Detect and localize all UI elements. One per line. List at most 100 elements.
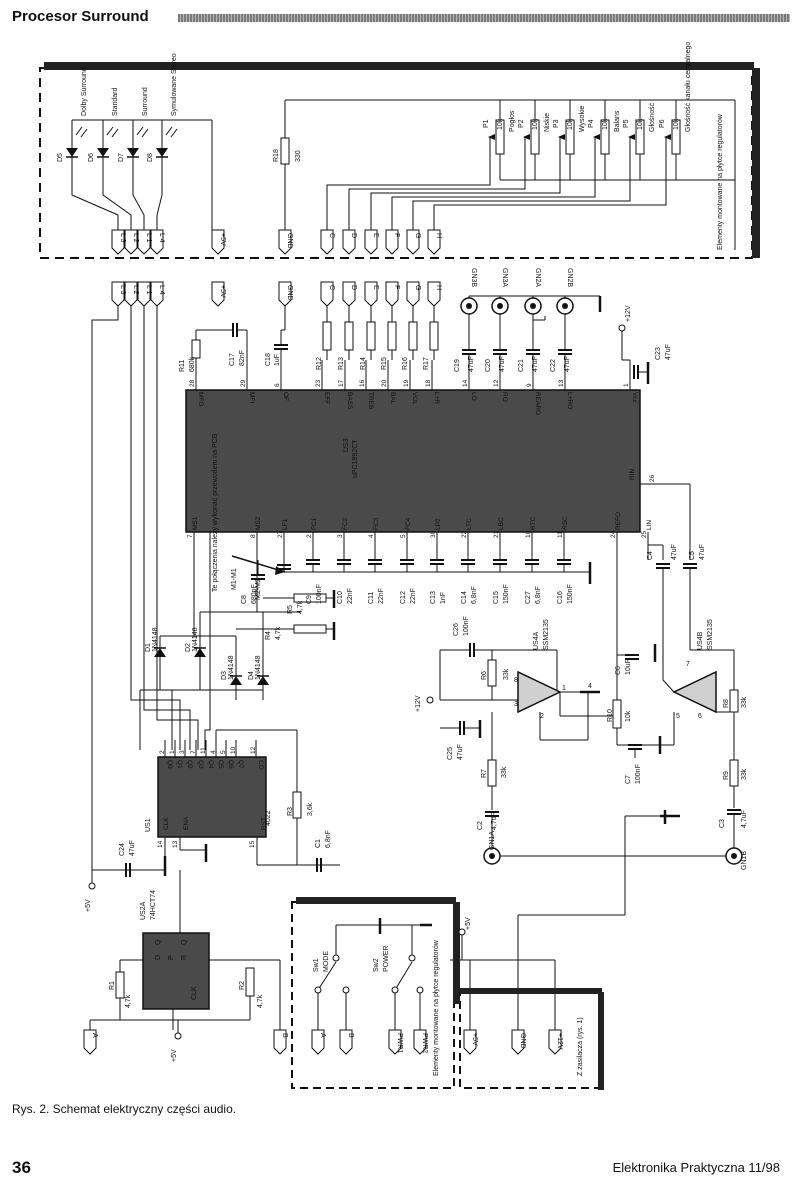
- us2a-part: 74HCT74: [150, 890, 157, 920]
- connector-label: L 1: [145, 285, 152, 295]
- c17-value: 82nF: [239, 350, 246, 366]
- us1-pin-number: 4: [210, 750, 217, 754]
- supply-terminal: [332, 954, 340, 962]
- cap-ref: C11: [368, 592, 375, 604]
- wire: [156, 175, 163, 230]
- us1-pin-name: Q0: [166, 760, 173, 769]
- r1-ref: R1: [109, 981, 116, 990]
- connector-top-h: [427, 229, 441, 255]
- us3-pin-number: 12: [493, 379, 500, 387]
- r18-value: 330: [295, 150, 302, 162]
- connector-mid-e: [364, 281, 378, 307]
- cap-value: 150nF: [503, 584, 510, 604]
- diode-ref: D2: [185, 643, 192, 652]
- pot-wiper: [488, 134, 495, 140]
- jack-label: GN3A: [501, 268, 508, 287]
- us3-pin-number: 16: [359, 379, 366, 387]
- us1-pin-name: RST: [261, 817, 268, 830]
- connector-top-l3: [111, 229, 125, 255]
- cap-value: 22nF: [347, 588, 354, 604]
- us3-pin-name: FC2: [342, 517, 349, 530]
- connector-a-board: [311, 1029, 325, 1055]
- c23-rail: +12V: [625, 305, 632, 322]
- cap-ref: C13: [430, 591, 437, 604]
- supply-box-shadow: [460, 988, 602, 994]
- supply-terminal: [618, 324, 626, 332]
- cap-ref: C27: [525, 591, 532, 604]
- resistor-r3: [292, 791, 302, 819]
- us3-pin-number: 9: [526, 383, 533, 387]
- us3-pin-name: EFF: [323, 392, 330, 404]
- pot-label: Głośność: [649, 102, 656, 132]
- pcb-note-arrowhead: [275, 566, 285, 575]
- pot-p3: [565, 119, 575, 155]
- pot-wiper: [628, 134, 635, 140]
- connector-label: G: [414, 233, 421, 238]
- pot-value: 10k: [602, 118, 609, 130]
- r10-value: 10k: [625, 710, 632, 722]
- c25-value: 47uF: [457, 744, 464, 760]
- us2a-pin-name: D: [155, 955, 162, 960]
- rail-12v-label: +12V: [415, 695, 422, 712]
- us1-pin-number: 1: [169, 750, 176, 754]
- top-board-shadow: [44, 62, 754, 70]
- us3-pin-name: LF1: [282, 518, 289, 530]
- connector-label: G: [414, 285, 421, 290]
- opamp-pin-number: 8: [514, 677, 518, 684]
- diode-part: 1N4148: [255, 655, 262, 680]
- c2-ref: C2: [477, 821, 484, 830]
- cap-ref: C20: [485, 359, 492, 372]
- connector-label: +5V: [219, 285, 226, 298]
- resistor-r15: [387, 321, 397, 351]
- us3-pin-name: BASS: [346, 392, 353, 410]
- jack-gn2a: [530, 303, 536, 309]
- r18-ref: R18: [273, 149, 280, 162]
- connector-label: H: [435, 233, 442, 238]
- us3-pin-number: 26: [649, 474, 656, 482]
- bottom-board-shadow: [296, 897, 456, 904]
- connector-label: L 3: [119, 285, 126, 295]
- resistor-r5: [293, 593, 327, 603]
- r8-value: 33k: [741, 696, 748, 708]
- cap-value: 47uF: [468, 356, 475, 372]
- connector-pwr2: [413, 1029, 427, 1055]
- us2a-pin-name: P: [168, 955, 175, 960]
- pot-p4: [600, 119, 610, 155]
- connector-mid-l2: [124, 281, 138, 307]
- r9-ref: R9: [723, 771, 730, 780]
- led-mode-label: Standard: [112, 87, 119, 116]
- us1-pin-number: 7: [190, 750, 197, 754]
- c4-value: 47uF: [671, 544, 678, 560]
- pot-value: 10k: [497, 118, 504, 130]
- us4b-ref: US4B: [697, 631, 704, 650]
- connector-label: B: [347, 1033, 354, 1038]
- connector-mid-5v: [211, 281, 225, 307]
- connector-label: +5V: [471, 1033, 478, 1046]
- wire: [348, 137, 526, 230]
- us1-pin-name: ENA: [183, 816, 190, 830]
- connector-label: GND: [286, 285, 293, 301]
- cap-value: 22nF: [378, 588, 385, 604]
- cap-ref: C19: [454, 359, 461, 372]
- opamp-pin-number: 7: [686, 661, 690, 668]
- us3-pin-name: RO: [501, 392, 508, 402]
- opamp-us4b: [672, 670, 717, 714]
- us2a-pin-name: CLK: [191, 986, 198, 1000]
- pot-ref: P1: [483, 119, 490, 128]
- connector-supply-5v: [463, 1029, 477, 1055]
- pot-value: 10k: [637, 118, 644, 130]
- us3-pin-number: 22: [461, 530, 468, 538]
- wire: [71, 175, 119, 230]
- diode-d3: [230, 676, 242, 685]
- us1-pin-name: Q2: [186, 760, 193, 769]
- us3-pin-number: 28: [189, 379, 196, 387]
- r6-ref: R6: [481, 671, 488, 680]
- connector-supply-12v: [548, 1029, 562, 1055]
- supply-terminal: [88, 882, 96, 890]
- us3-pin-name: MFO: [197, 392, 204, 406]
- resistor-r7: [487, 759, 497, 787]
- r7-value: 33k: [501, 766, 508, 778]
- diode-d1: [154, 648, 166, 657]
- us3-pin-number: 23: [315, 379, 322, 387]
- c7-ref: C7: [625, 775, 632, 784]
